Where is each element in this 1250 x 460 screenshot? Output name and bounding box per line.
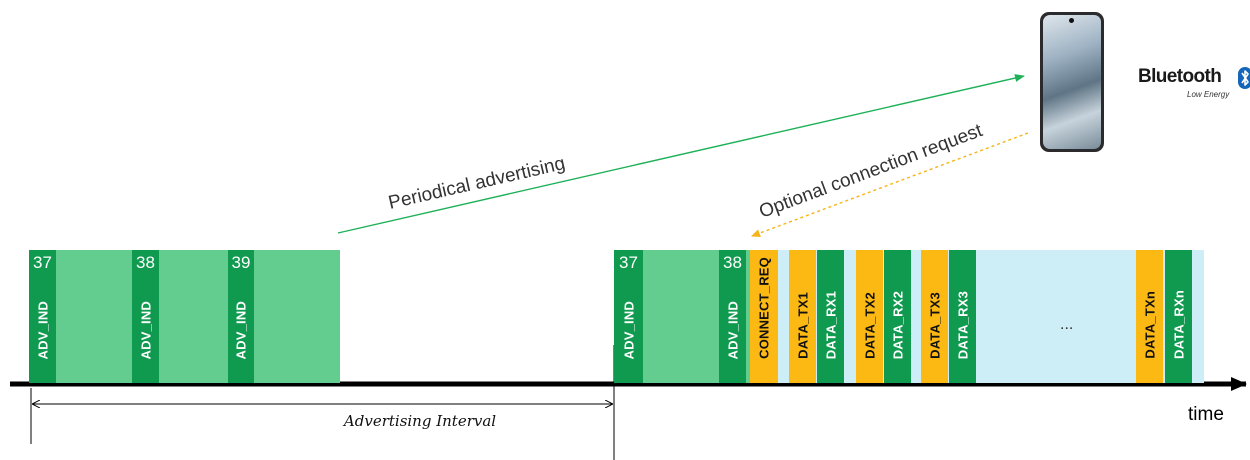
pdu-label: DATA_TX2: [862, 292, 877, 359]
data-tx-pdu: DATA_TX3: [921, 250, 948, 383]
pdu-label: DATA_RXn: [1171, 289, 1186, 359]
channel-number: 39: [231, 253, 251, 272]
pdu-label: DATA_RX2: [890, 290, 905, 359]
data-rx-pdu: DATA_RX1: [817, 250, 844, 383]
advertising-event-bg: [29, 250, 340, 383]
data-rx-pdu: DATA_RX2: [884, 250, 911, 383]
pdu-label: ADV_IND: [725, 300, 740, 359]
connection-request-label: Optional connection request: [756, 120, 986, 223]
time-label: time: [1188, 404, 1224, 425]
connect-req-pdu: CONNECT_REQ: [750, 250, 778, 383]
pdu-label: CONNECT_REQ: [756, 257, 772, 359]
channel-number: 37: [33, 253, 52, 272]
periodical-advertising-label: Periodical advertising: [386, 153, 567, 214]
pdu-label: DATA_TX3: [927, 292, 942, 359]
phone-screen: [1043, 15, 1101, 149]
ellipsis-label: ...: [1060, 316, 1074, 333]
bluetooth-subtitle: Low Energy: [1187, 90, 1230, 99]
data-rx-pdu: DATA_RX3: [949, 250, 976, 383]
data-tx-pdu: DATA_TX1: [789, 250, 816, 383]
channel-number: 37: [619, 253, 638, 272]
channel-number: 38: [723, 253, 742, 272]
pdu-label: ADV_IND: [138, 300, 153, 359]
pdu-label: ADV_IND: [233, 300, 249, 359]
bluetooth-logo: Bluetooth Low Energy: [1138, 66, 1250, 110]
advertising-interval-label: Advertising Interval: [342, 412, 496, 430]
pdu-label: ADV_IND: [35, 300, 50, 359]
pdu-label: DATA_RX1: [823, 290, 838, 359]
data-tx-pdu: DATA_TXn: [1136, 250, 1163, 383]
phone-camera: [1069, 18, 1074, 23]
channel-number: 38: [136, 253, 155, 272]
pdu-label: ADV_IND: [621, 300, 636, 359]
periodical-advertising-arrow: [337, 74, 1025, 234]
connection-request-arrow: [751, 132, 1029, 237]
smartphone-icon: [1040, 12, 1104, 152]
bluetooth-rune-icon: [1238, 67, 1250, 89]
pdu-label: DATA_RX3: [955, 290, 970, 359]
data-tx-pdu: DATA_TX2: [856, 250, 883, 383]
pdu-label: DATA_TX1: [795, 292, 810, 359]
pdu-label: DATA_TXn: [1142, 291, 1157, 359]
bluetooth-wordmark: Bluetooth: [1138, 66, 1222, 87]
data-rx-pdu: DATA_RXn: [1165, 250, 1192, 383]
